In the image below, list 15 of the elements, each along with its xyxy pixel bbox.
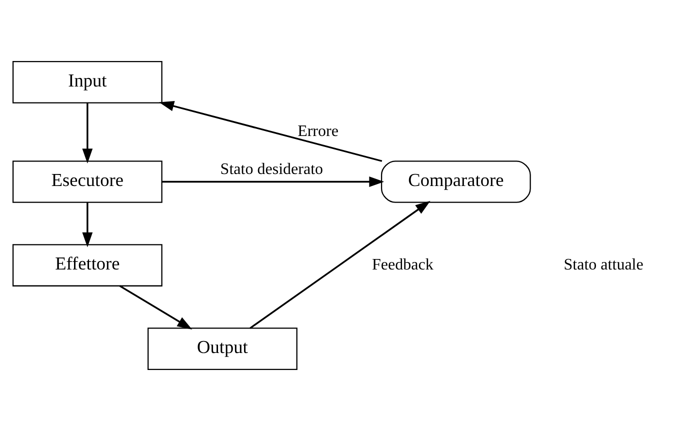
node-box: Output — [148, 328, 298, 370]
edge-label: Stato desiderato — [220, 160, 324, 178]
arrow — [82, 103, 93, 164]
node-box: Comparatore — [380, 160, 531, 203]
label: Stato attuale — [564, 256, 644, 274]
arrow — [119, 285, 192, 330]
arrow — [82, 202, 93, 248]
node-box: Esecutore — [12, 160, 162, 203]
edge-label: Errore — [298, 123, 338, 140]
arrow — [162, 176, 384, 187]
arrow — [159, 101, 382, 162]
node-box: Effettore — [12, 244, 162, 286]
node-box: Input — [12, 61, 162, 104]
arrow — [250, 200, 430, 329]
edge-label: Feedback — [372, 256, 434, 274]
